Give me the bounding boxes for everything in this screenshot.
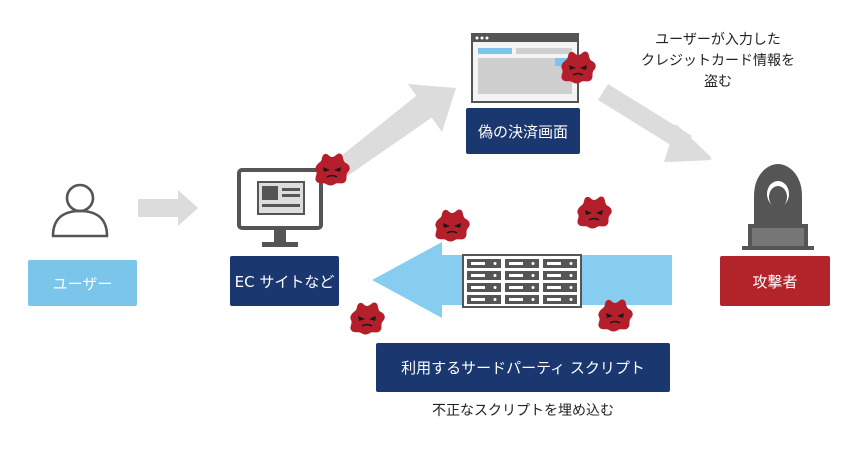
ec-site-label: EC サイトなど <box>230 256 339 306</box>
browser-window-icon <box>471 33 579 103</box>
third-party-label: 利用するサードパーティ スクリプト <box>376 343 670 392</box>
arrow-site-to-fake-payment <box>336 84 456 177</box>
steal-annotation-line-3: 盗む <box>704 74 732 90</box>
virus-bug-icon <box>349 301 386 336</box>
embed-annotation: 不正なスクリプトを埋め込む <box>432 403 614 419</box>
arrow-user-to-site <box>138 190 198 226</box>
steal-annotation-line-2: クレジットカード情報を <box>641 53 795 69</box>
attacker-label: 攻撃者 <box>720 256 830 306</box>
virus-bug-icon <box>434 208 471 243</box>
fake-payment-label: 偽の決済画面 <box>466 108 580 154</box>
user-label: ユーザー <box>28 260 137 306</box>
virus-bug-icon <box>576 195 613 230</box>
steal-annotation: ユーザーが入力した クレジットカード情報を 盗む <box>618 30 818 93</box>
monitor-icon <box>237 168 323 247</box>
steal-annotation-line-1: ユーザーが入力した <box>655 32 781 48</box>
arrow-fake-payment-to-attacker <box>598 84 712 162</box>
user-icon <box>51 183 109 238</box>
hooded-hacker-laptop-icon <box>742 164 814 250</box>
server-rack-icon <box>462 254 582 308</box>
